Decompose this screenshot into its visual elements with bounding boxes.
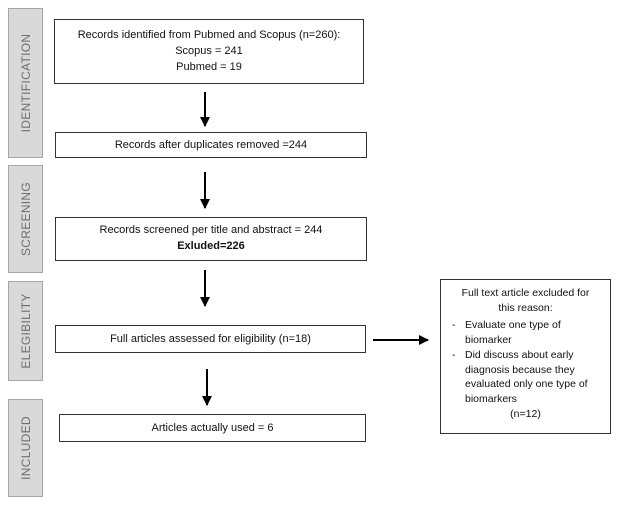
exclusion-heading-line1: Full text article excluded for	[461, 287, 590, 299]
exclusion-heading-line2: this reason:	[498, 301, 553, 314]
stage-label-elegibility-text: ELEGIBILITY	[18, 293, 33, 369]
identified-records-text: Records identified from Pubmed and Scopu…	[77, 29, 341, 41]
articles-used-text: Articles actually used = 6	[151, 422, 274, 434]
screened-records-box: Records screened per title and abstract …	[55, 217, 367, 261]
stage-label-screening-text: SCREENING	[18, 181, 33, 257]
stage-label-included: INCLUDED	[8, 399, 43, 497]
excluded-count-text: Exluded=226	[177, 239, 245, 252]
stage-label-elegibility: ELEGIBILITY	[8, 281, 43, 381]
assessed-articles-box: Full articles assessed for eligibility (…	[55, 325, 366, 353]
stage-label-identification: IDENTIFICATION	[8, 8, 43, 158]
exclusion-count-text: (n=12)	[510, 408, 541, 421]
articles-used-box: Articles actually used = 6	[59, 414, 366, 442]
exclusion-reason-item: Evaluate one type of biomarker	[449, 318, 602, 348]
duplicates-removed-box: Records after duplicates removed =244	[55, 132, 367, 158]
screened-records-text: Records screened per title and abstract …	[99, 224, 323, 236]
exclusion-reasons-box: Full text article excluded for this reas…	[440, 279, 611, 434]
assessed-articles-text: Full articles assessed for eligibility (…	[110, 333, 311, 345]
duplicates-removed-text: Records after duplicates removed =244	[114, 139, 308, 151]
stage-label-screening: SCREENING	[8, 165, 43, 273]
stage-label-included-text: INCLUDED	[18, 416, 33, 480]
exclusion-reasons-list: Evaluate one type of biomarker Did discu…	[449, 318, 602, 407]
exclusion-reason-item: Did discuss about early diagnosis becaus…	[449, 348, 602, 408]
scopus-count-text: Scopus = 241	[175, 44, 243, 57]
stage-label-identification-text: IDENTIFICATION	[18, 33, 33, 133]
pubmed-count-text: Pubmed = 19	[176, 60, 242, 73]
identified-records-box: Records identified from Pubmed and Scopu…	[54, 19, 364, 84]
